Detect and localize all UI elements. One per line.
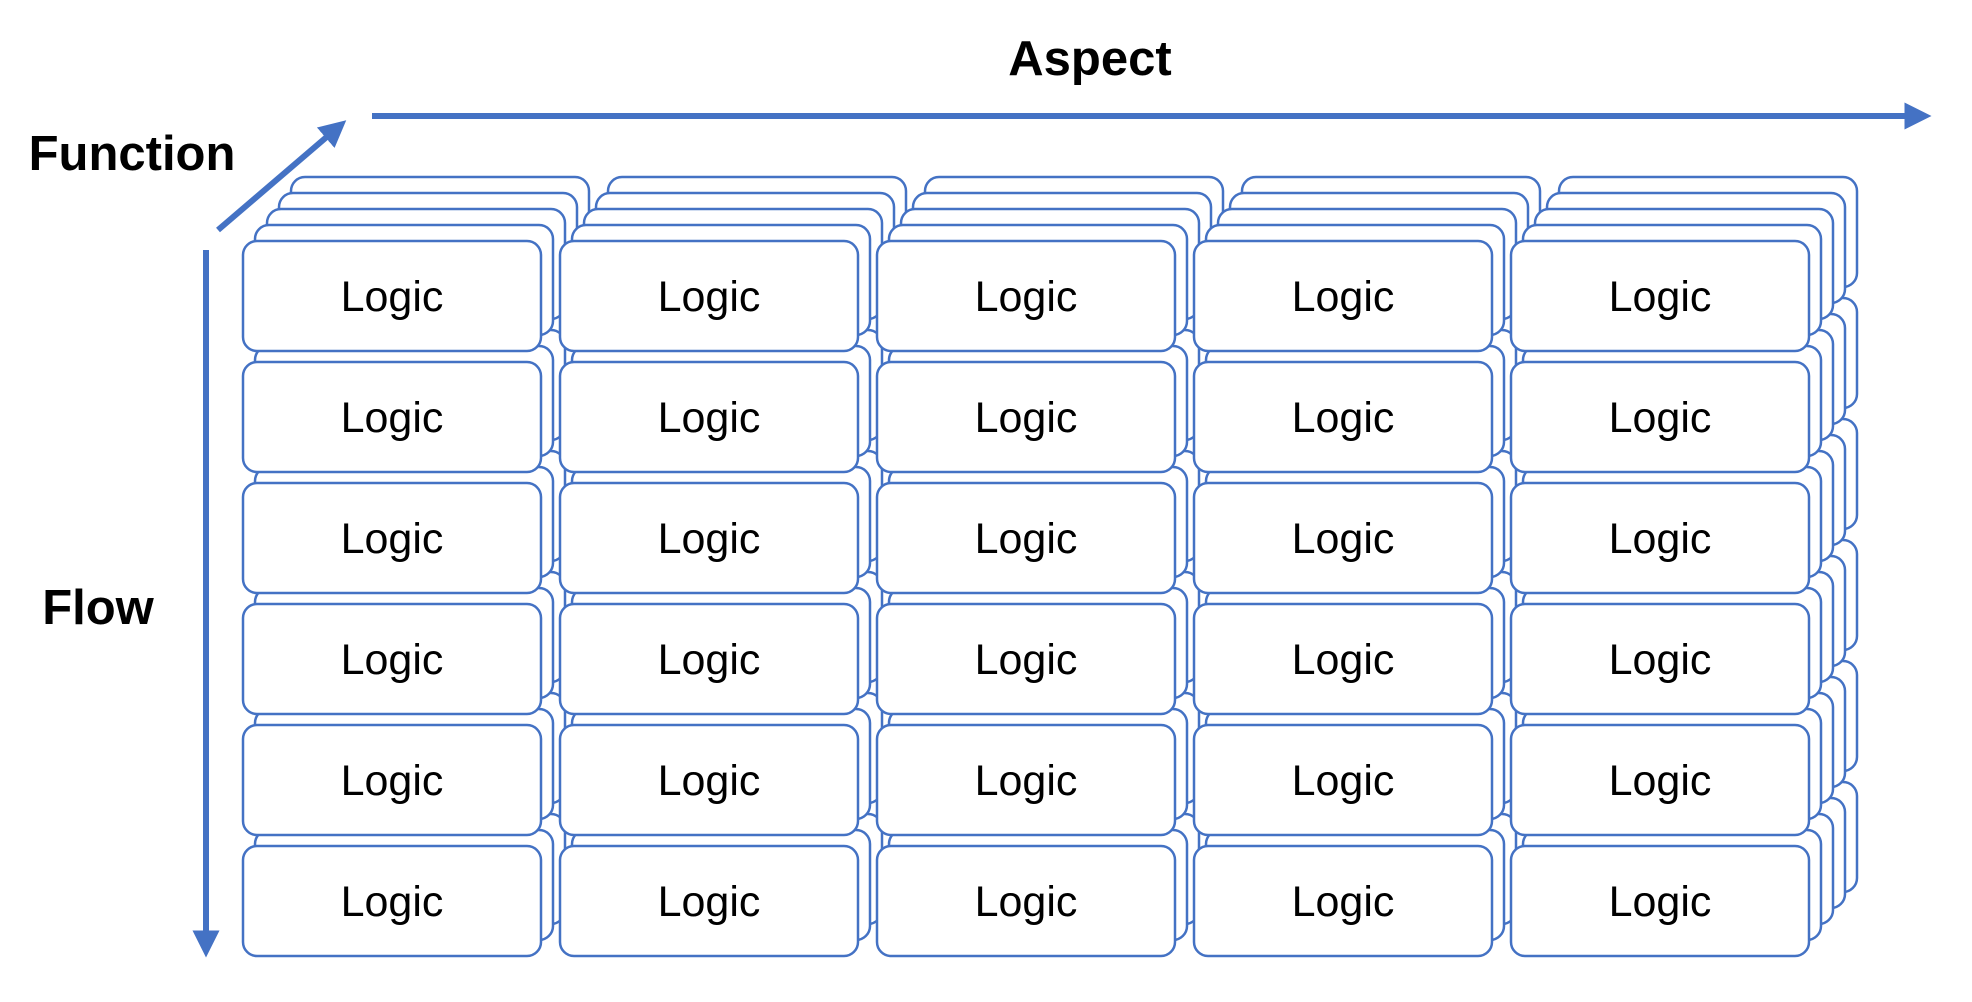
logic-block-label: Logic xyxy=(1609,394,1712,442)
logic-block-label: Logic xyxy=(658,878,761,926)
logic-block xyxy=(558,723,860,837)
function-axis-label: Function xyxy=(29,127,236,181)
logic-block-label: Logic xyxy=(341,394,444,442)
logic-block xyxy=(558,481,860,595)
logic-block xyxy=(1509,844,1811,958)
logic-block-label: Logic xyxy=(341,636,444,684)
logic-block xyxy=(241,723,543,837)
logic-block-label: Logic xyxy=(975,636,1078,684)
logic-block-label: Logic xyxy=(1609,515,1712,563)
logic-block xyxy=(1192,844,1494,958)
logic-block xyxy=(875,481,1177,595)
logic-block-label: Logic xyxy=(1292,273,1395,321)
logic-block-label: Logic xyxy=(658,394,761,442)
logic-block xyxy=(241,481,543,595)
logic-block-label: Logic xyxy=(1609,757,1712,805)
logic-block xyxy=(1509,481,1811,595)
function-axis-arrow xyxy=(216,120,347,233)
logic-block-label: Logic xyxy=(658,515,761,563)
logic-block-label: Logic xyxy=(975,515,1078,563)
logic-block xyxy=(1192,602,1494,716)
logic-block-label: Logic xyxy=(658,273,761,321)
logic-block xyxy=(558,360,860,474)
logic-block xyxy=(875,844,1177,958)
logic-block xyxy=(241,239,543,353)
logic-block-label: Logic xyxy=(658,757,761,805)
logic-block xyxy=(241,844,543,958)
logic-block xyxy=(1509,602,1811,716)
aspect-axis-label: Aspect xyxy=(1008,32,1171,86)
logic-block-label: Logic xyxy=(658,636,761,684)
logic-block-label: Logic xyxy=(1292,515,1395,563)
logic-block xyxy=(875,360,1177,474)
logic-block xyxy=(1192,360,1494,474)
logic-block xyxy=(241,602,543,716)
logic-block xyxy=(558,844,860,958)
logic-block xyxy=(1192,481,1494,595)
logic-block xyxy=(875,723,1177,837)
logic-block-label: Logic xyxy=(975,273,1078,321)
logic-block xyxy=(1192,723,1494,837)
logic-block xyxy=(875,602,1177,716)
logic-block-label: Logic xyxy=(975,757,1078,805)
logic-block-label: Logic xyxy=(341,878,444,926)
logic-block-label: Logic xyxy=(1609,636,1712,684)
logic-block-label: Logic xyxy=(1292,636,1395,684)
logic-block xyxy=(1509,239,1811,353)
logic-block-label: Logic xyxy=(1609,273,1712,321)
logic-block-label: Logic xyxy=(1292,878,1395,926)
logic-block-label: Logic xyxy=(341,273,444,321)
logic-block xyxy=(1192,239,1494,353)
logic-block xyxy=(558,602,860,716)
logic-block-label: Logic xyxy=(975,878,1078,926)
logic-block-label: Logic xyxy=(341,515,444,563)
logic-block xyxy=(1509,360,1811,474)
logic-block xyxy=(241,360,543,474)
logic-block xyxy=(1509,723,1811,837)
logic-block-label: Logic xyxy=(1609,878,1712,926)
logic-block-label: Logic xyxy=(341,757,444,805)
logic-block-label: Logic xyxy=(1292,757,1395,805)
logic-block-label: Logic xyxy=(1292,394,1395,442)
logic-block xyxy=(558,239,860,353)
flow-axis-label: Flow xyxy=(42,581,154,635)
logic-block xyxy=(875,239,1177,353)
logic-block-label: Logic xyxy=(975,394,1078,442)
